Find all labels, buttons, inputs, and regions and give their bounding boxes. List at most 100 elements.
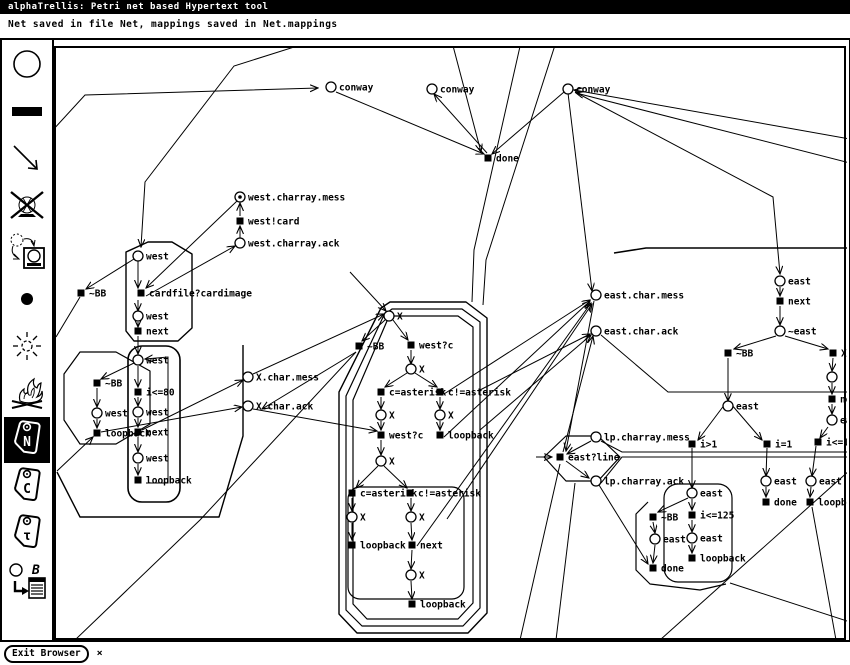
- title-bar[interactable]: alphaTrellis: Petri net based Hypertext …: [0, 0, 850, 14]
- transition-square[interactable]: [77, 289, 85, 297]
- petri-node-c-not-asterisk-2[interactable]: c!=asterisk: [406, 489, 482, 500]
- petri-node-x4[interactable]: X: [434, 409, 454, 422]
- petri-node-i-gt-1[interactable]: i>1: [688, 440, 718, 451]
- petri-node-x2[interactable]: X: [405, 363, 425, 376]
- content-tag-tool[interactable]: C: [4, 464, 50, 510]
- place-circle[interactable]: [590, 325, 602, 337]
- petri-node-tilde-east[interactable]: ~east: [774, 325, 817, 338]
- petri-node-west-d[interactable]: west: [91, 407, 128, 420]
- transition-square[interactable]: [649, 513, 657, 521]
- petri-node-x6[interactable]: X: [346, 511, 366, 524]
- petri-node-done-r[interactable]: done: [762, 498, 798, 509]
- petri-node-lp-charray-ack[interactable]: lp.charray.ack: [590, 475, 684, 488]
- transition-square[interactable]: [776, 297, 784, 305]
- petri-node-west-c1[interactable]: west?c: [407, 341, 454, 352]
- petri-node-conway-3[interactable]: conway: [562, 83, 611, 96]
- place-circle[interactable]: [325, 81, 337, 93]
- petri-node-x8[interactable]: X: [405, 569, 425, 582]
- transition-square[interactable]: [829, 349, 837, 357]
- highlight-tool[interactable]: [4, 323, 50, 369]
- transition-square[interactable]: [828, 395, 836, 403]
- petri-node-x-char-mess[interactable]: X.char.mess: [242, 371, 319, 384]
- exit-browser-button[interactable]: Exit Browser: [4, 644, 89, 663]
- petri-node-loopback-m3[interactable]: loopback: [408, 600, 467, 611]
- petri-node-x-r1[interactable]: X: [829, 349, 848, 360]
- petri-node-done-top[interactable]: done: [484, 154, 520, 165]
- petri-node-x-char-ack[interactable]: X.char.ack: [242, 400, 313, 413]
- petri-node-i-le-80[interactable]: i<=80: [134, 388, 175, 399]
- petri-node-bb-g[interactable]: ~BB: [649, 513, 679, 524]
- petri-node-east-line[interactable]: east?line: [556, 453, 620, 464]
- place-circle[interactable]: [405, 511, 417, 523]
- place-circle[interactable]: [774, 275, 786, 287]
- petri-node-east-g[interactable]: east: [686, 487, 723, 500]
- place-circle[interactable]: [590, 475, 602, 487]
- petri-node-loopback-w[interactable]: loopback: [93, 429, 152, 440]
- place-circle[interactable]: [132, 354, 144, 366]
- petri-node-east-char-ack[interactable]: east.char.ack: [590, 325, 679, 338]
- place-circle[interactable]: [426, 83, 438, 95]
- petri-node-next-w1[interactable]: next: [134, 327, 169, 338]
- place-circle[interactable]: [649, 533, 661, 545]
- petri-node-west-charray-mess[interactable]: west.charray.mess: [234, 191, 345, 204]
- petri-node-east-t1[interactable]: east: [774, 275, 811, 288]
- petri-node-x3[interactable]: X: [375, 409, 395, 422]
- transition-square[interactable]: [93, 379, 101, 387]
- petri-node-east-m[interactable]: east: [722, 400, 759, 413]
- place-circle[interactable]: [562, 83, 574, 95]
- transition-square[interactable]: [407, 341, 415, 349]
- petri-node-east-r2[interactable]: east: [805, 475, 842, 488]
- place-circle[interactable]: [132, 452, 144, 464]
- petri-node-west-c[interactable]: west: [132, 354, 169, 367]
- place-circle[interactable]: [826, 371, 838, 383]
- transition-square[interactable]: [814, 438, 822, 446]
- petri-node-loopback-m1[interactable]: loopback: [436, 431, 495, 442]
- place-circle[interactable]: [234, 237, 246, 249]
- petri-node-east-g3[interactable]: east: [686, 532, 723, 545]
- petri-node-x1[interactable]: X: [383, 310, 403, 323]
- place-circle[interactable]: [132, 406, 144, 418]
- petri-node-west-e[interactable]: west: [132, 406, 169, 419]
- place-circle[interactable]: [686, 532, 698, 544]
- place-circle[interactable]: [375, 455, 387, 467]
- arc-tool[interactable]: [4, 135, 50, 181]
- petri-node-east-r1[interactable]: east: [760, 475, 797, 488]
- petri-node-next-e1[interactable]: next: [776, 297, 811, 308]
- petri-node-west-charray-ack[interactable]: west.charray.ack: [234, 237, 340, 250]
- transition-square[interactable]: [377, 388, 385, 396]
- petri-node-east-r0[interactable]: east: [826, 414, 850, 427]
- petri-node-loopback-r[interactable]: loopback: [806, 498, 850, 509]
- petri-node-next-r1[interactable]: next: [828, 395, 850, 406]
- petri-node-west-a[interactable]: west: [132, 250, 169, 263]
- petri-node-loopback-g[interactable]: loopback: [688, 554, 747, 565]
- petri-node-c-not-asterisk-1[interactable]: c!=asterisk: [436, 388, 512, 399]
- transition-square[interactable]: [236, 217, 244, 225]
- place-circle[interactable]: [686, 487, 698, 499]
- petri-node-cardfile[interactable]: cardfile?cardimage: [137, 289, 253, 300]
- transition-square[interactable]: [406, 489, 414, 497]
- petri-node-i-eq-1[interactable]: i=1: [763, 440, 793, 451]
- place-tool[interactable]: [4, 41, 50, 87]
- place-circle[interactable]: [346, 511, 358, 523]
- petri-node-next-m[interactable]: next: [408, 541, 443, 552]
- delete-tool[interactable]: [4, 182, 50, 228]
- transition-square[interactable]: [93, 429, 101, 437]
- petri-node-east-g2[interactable]: east: [649, 533, 686, 546]
- transition-square[interactable]: [355, 342, 363, 350]
- transition-square[interactable]: [134, 388, 142, 396]
- transition-square[interactable]: [134, 476, 142, 484]
- place-circle[interactable]: [722, 400, 734, 412]
- place-circle[interactable]: [242, 371, 254, 383]
- petri-node-east-char-mess[interactable]: east.char.mess: [590, 289, 684, 302]
- place-circle[interactable]: [760, 475, 772, 487]
- petri-node-next-w2[interactable]: next: [134, 428, 169, 439]
- place-circle[interactable]: [434, 409, 446, 421]
- transition-square[interactable]: [556, 453, 564, 461]
- petri-node-p-r1[interactable]: [826, 371, 838, 383]
- move-copy-tool[interactable]: [4, 229, 50, 275]
- place-circle[interactable]: [590, 289, 602, 301]
- petri-node-bb-m[interactable]: ~BB: [355, 342, 385, 353]
- petri-node-bb-w1[interactable]: ~BB: [77, 289, 107, 300]
- tau-tag-tool[interactable]: τ: [4, 511, 50, 557]
